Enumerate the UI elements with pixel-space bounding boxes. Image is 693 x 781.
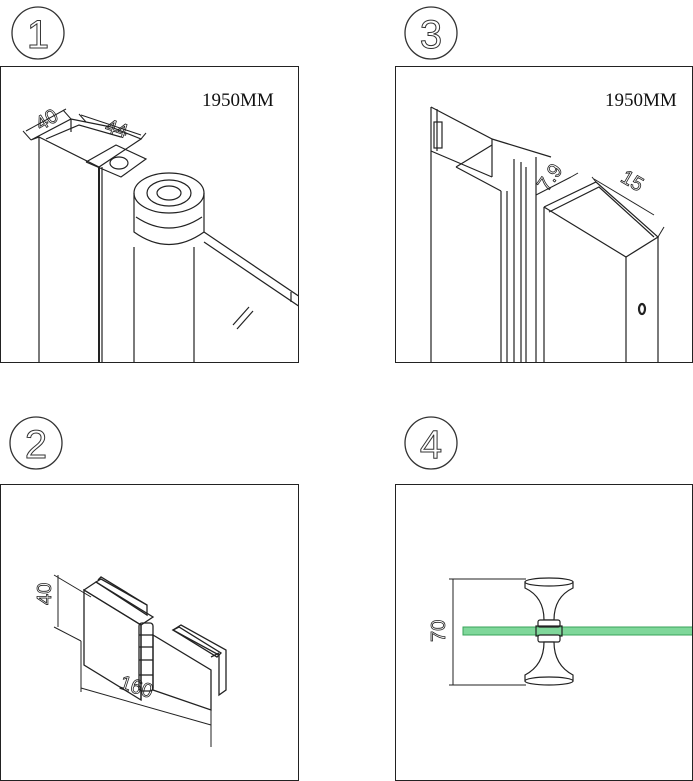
step-number-3-circle: 3 bbox=[404, 6, 458, 60]
drawing-frame-4: 70 bbox=[395, 484, 693, 781]
door-knob-drawing: 70 bbox=[428, 577, 692, 686]
drawing-frame-3: 7.9 15 1950MM bbox=[395, 66, 693, 363]
dimension-label-40: 40 bbox=[32, 105, 63, 135]
step-number-4-circle: 4 bbox=[404, 416, 458, 470]
dimension-label-7-9: 7.9 bbox=[533, 160, 567, 195]
dimension-label-160: 160 bbox=[117, 672, 156, 703]
extension-profile-drawing: 7.9 15 bbox=[430, 106, 665, 362]
length-label-1950mm: 1950MM bbox=[202, 90, 274, 111]
dimension-label-44: 44 bbox=[102, 115, 130, 143]
step-number-4: 4 bbox=[420, 423, 442, 467]
dimension-label-40: 40 bbox=[34, 583, 56, 605]
step-number-2: 2 bbox=[25, 423, 47, 467]
step-number-2-circle: 2 bbox=[9, 416, 63, 470]
dimension-label-15: 15 bbox=[617, 166, 647, 196]
glass-panel bbox=[462, 626, 692, 636]
dimension-label-70: 70 bbox=[428, 620, 450, 642]
drawing-frame-2: 40 160 bbox=[0, 484, 299, 781]
drawing-frame-1: 40 44 1950MM bbox=[0, 66, 299, 363]
step-number-1: 1 bbox=[27, 13, 49, 57]
wall-profile-drawing: 40 44 bbox=[22, 104, 298, 362]
length-label-1950mm: 1950MM bbox=[605, 90, 677, 111]
step-number-3: 3 bbox=[420, 13, 442, 57]
glass-hinge-drawing: 40 160 bbox=[34, 574, 227, 747]
step-number-1-circle: 1 bbox=[11, 6, 65, 60]
